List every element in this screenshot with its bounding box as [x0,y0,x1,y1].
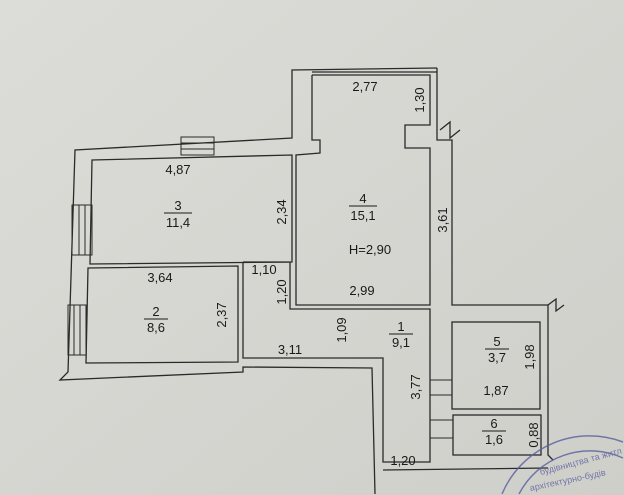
room-number: 6 [490,416,497,431]
dim-room3-depth: 2,34 [274,199,289,224]
dim-loggia-depth: 1,30 [412,87,427,112]
dim-hall-width: 3,11 [278,342,302,357]
dim-room2-width: 3,64 [147,270,172,285]
dim-room5-width: 1,87 [483,383,508,398]
dim-corridor-width: 1,20 [390,453,415,468]
hall-walls [242,261,431,463]
room-number: 4 [359,191,366,206]
ceiling-height-label: H=2,90 [349,242,391,257]
room-2-walls [85,265,239,364]
room-4-walls [295,74,431,306]
room-3-walls [89,154,293,265]
dim-loggia-width: 2,77 [352,79,377,94]
room-6-walls [452,414,542,456]
room-number: 1 [397,319,404,334]
dim-room4-depth: 3,61 [435,207,450,232]
room-4-label: 4 15,1 [349,191,377,223]
dim-room4-width: 2,99 [349,283,374,298]
dim-niche-depth: 1,20 [274,279,289,304]
room-area: 1,6 [485,432,503,447]
room-number: 2 [152,304,159,319]
dim-room3-width: 4,87 [165,162,190,177]
break-mark [547,297,565,313]
windows [67,136,453,439]
break-mark [439,120,461,140]
room-5-walls [451,321,541,410]
dim-corridor-length: 3,77 [408,374,423,399]
room-1-label: 1 9,1 [389,319,413,350]
dim-room6-depth: 0,88 [526,422,541,447]
room-number: 3 [174,198,181,213]
room-area: 9,1 [392,335,410,350]
outer-wall-right [436,68,554,461]
room-5-label: 5 3,7 [485,334,509,365]
walls [58,67,565,495]
outer-wall-bottom [382,467,549,471]
outer-wall [58,67,438,495]
dim-room5-depth: 1,98 [522,344,537,369]
room-number: 5 [493,334,500,349]
dim-hall-depth: 1,09 [334,317,349,342]
room-area: 11,4 [166,215,190,230]
room-6-label: 6 1,6 [482,416,506,447]
room-2-label: 2 8,6 [144,304,168,335]
room-labels: 3 11,4 4 15,1 2 8,6 1 9,1 5 3,7 6 1,6 [144,191,509,447]
dimension-labels: 2,77 1,30 4,87 2,34 3,61 2,99 1,10 1,20 … [147,79,541,468]
room-area: 15,1 [350,208,375,223]
room-area: 3,7 [488,350,506,365]
dim-niche-width: 1,10 [251,262,276,277]
dim-room2-depth: 2,37 [214,302,229,327]
room-3-label: 3 11,4 [164,198,192,230]
room-area: 8,6 [147,320,165,335]
stamp-inner-ring [518,450,624,495]
stamp-outer-ring [501,435,624,495]
